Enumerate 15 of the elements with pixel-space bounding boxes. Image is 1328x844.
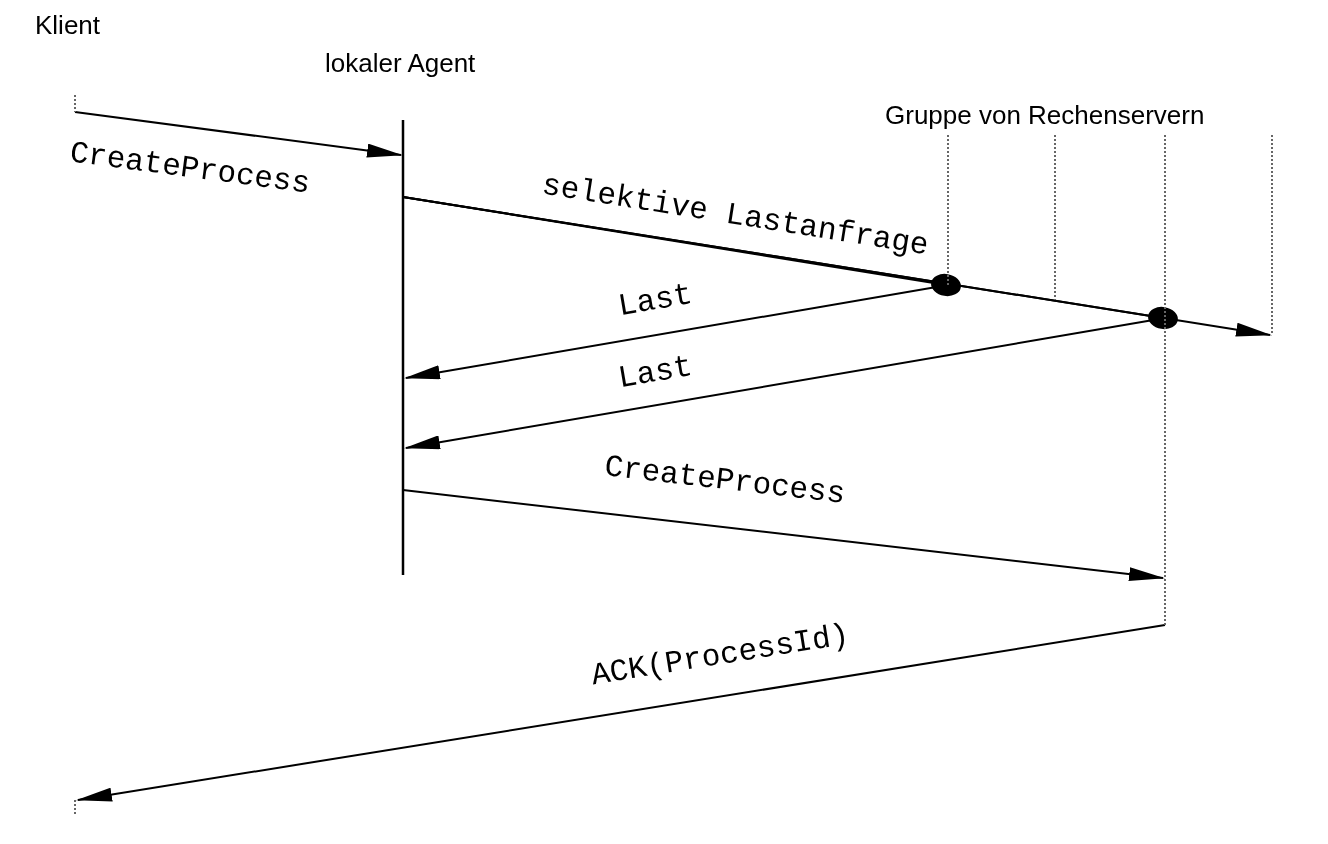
- lifeline-heading: lokaler Agent: [325, 48, 476, 79]
- message-label: CreateProcess: [603, 450, 847, 510]
- message-label: Last: [615, 350, 695, 394]
- message-arrow: [402, 196, 1272, 337]
- message-arrow: [76, 624, 1166, 802]
- group-heading: Gruppe von Rechenservern: [885, 100, 1205, 131]
- message-arrow: [402, 489, 1165, 582]
- lifeline: [1053, 135, 1057, 300]
- lifeline: [1163, 135, 1167, 625]
- message-label: Last: [615, 278, 695, 322]
- lifeline-heading: Klient: [35, 10, 101, 41]
- lifeline: [946, 135, 950, 285]
- message-arrow: [74, 111, 403, 158]
- lifeline: [1270, 135, 1274, 335]
- message-label: CreateProcess: [68, 136, 312, 200]
